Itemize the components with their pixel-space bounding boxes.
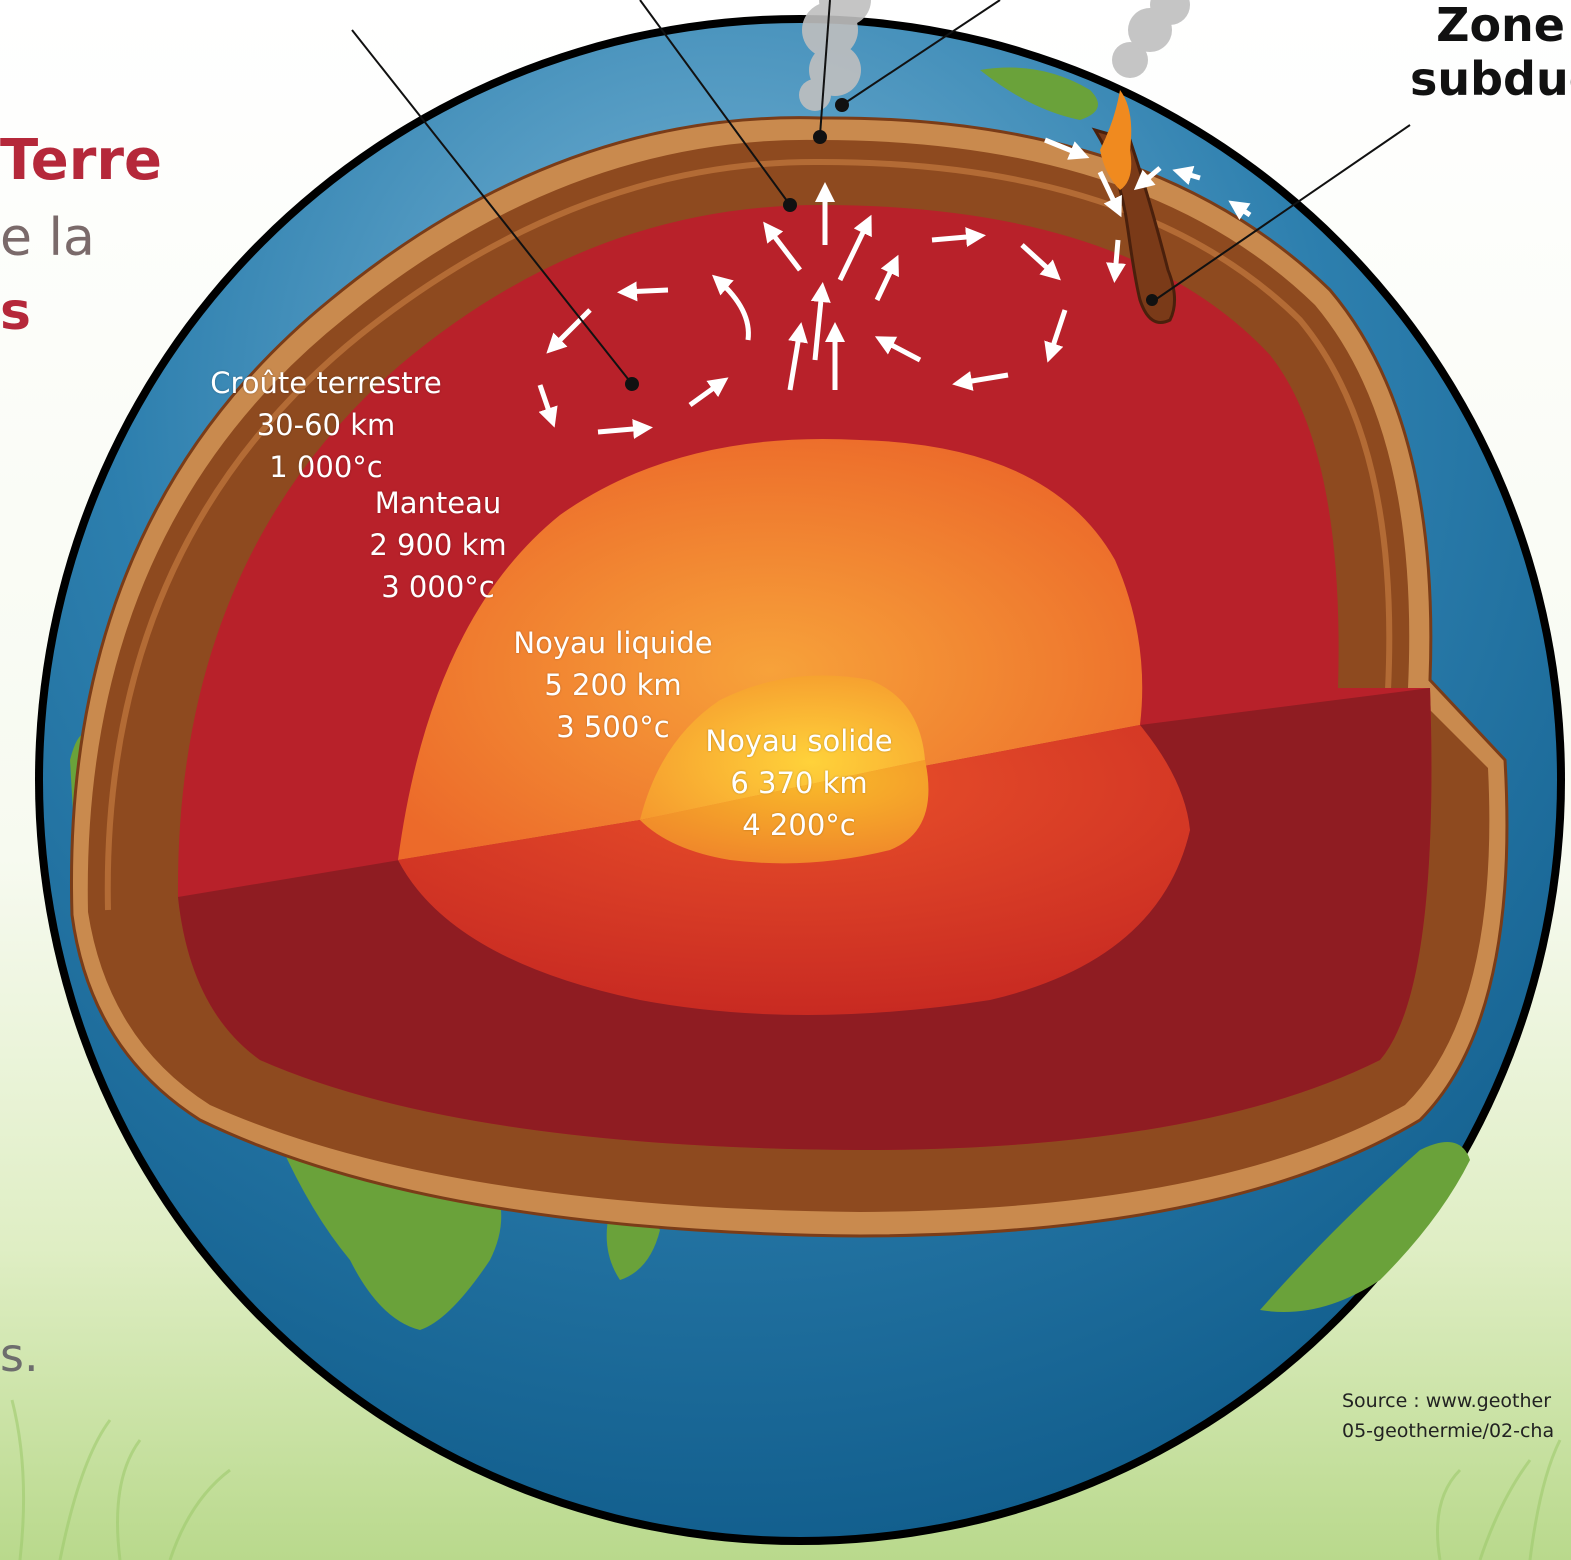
volcano-lava (1100, 90, 1132, 190)
layer-temperature: 3 000°c (381, 570, 495, 604)
zone-label: subduc (1410, 52, 1571, 106)
layer-name: Noyau liquide (513, 626, 713, 660)
layer-label-outer-core: Noyau liquide 5 200 km 3 500°c (486, 622, 740, 748)
layer-label-inner-core: Noyau solide 6 370 km 4 200°c (684, 720, 914, 846)
subduction-point (1146, 294, 1158, 306)
convection-arrows (537, 137, 1252, 439)
outer-core-lower (398, 725, 1190, 1015)
page-title-fragment: e la (0, 208, 95, 268)
callout-lines (351, 0, 1411, 385)
layer-depth: 6 370 km (730, 766, 868, 800)
source-citation: Source : www.geother 05-geothermie/02-ch… (1342, 1386, 1554, 1446)
layer-temperature: 3 500°c (556, 710, 670, 744)
continent (980, 67, 1098, 120)
layer-temperature: 1 000°c (269, 450, 383, 484)
continent (1260, 1142, 1470, 1312)
layer-name: Manteau (374, 486, 502, 520)
callout-points (625, 98, 849, 391)
body-text-fragment: s. (0, 1328, 39, 1382)
subduction-slab (1091, 127, 1176, 324)
layer-name: Croûte terrestre (210, 366, 442, 400)
source-line: Source : www.geother (1342, 1390, 1552, 1412)
globe (35, 0, 1565, 1545)
layer-name: Noyau solide (705, 724, 893, 758)
page-title-fragment: Terre (0, 128, 162, 193)
volcano-smoke (799, 0, 1190, 111)
inner-core-lower (640, 760, 929, 864)
layer-temperature: 4 200°c (742, 808, 856, 842)
layer-depth: 2 900 km (369, 528, 507, 562)
mantle-shadow (178, 688, 1432, 1150)
zone-label: Zone (1436, 0, 1565, 52)
layer-depth: 30-60 km (256, 408, 396, 442)
layer-label-mantle: Manteau 2 900 km 3 000°c (338, 482, 538, 608)
inner-core (640, 675, 925, 820)
outer-core (398, 438, 1143, 860)
layer-depth: 5 200 km (544, 668, 682, 702)
layer-label-crust: Croûte terrestre 30-60 km 1 000°c (196, 362, 456, 488)
page-title-fragment: s (0, 282, 31, 342)
grass-blades (10, 1399, 1562, 1560)
source-line: 05-geothermie/02-cha (1342, 1420, 1555, 1442)
crust-inner-band (104, 158, 1393, 911)
